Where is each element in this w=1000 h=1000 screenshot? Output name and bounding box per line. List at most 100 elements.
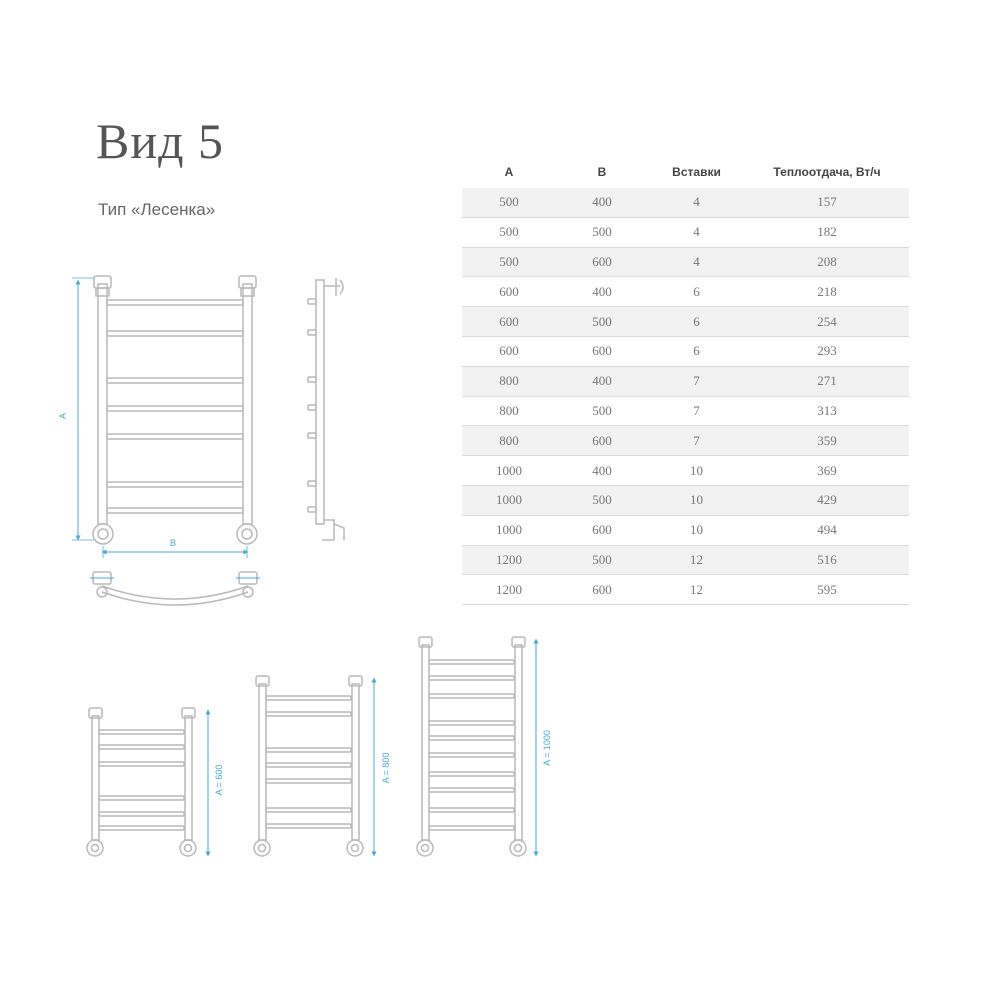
side-tube xyxy=(351,683,360,841)
table-cell: 4 xyxy=(693,253,700,269)
table-row: 1000 400 10 369 xyxy=(462,456,909,486)
table-cell: 494 xyxy=(817,522,837,538)
table-cell: 218 xyxy=(817,283,837,299)
table-cell: 500 xyxy=(592,402,612,418)
table-cell: 182 xyxy=(817,224,837,240)
table-cell: 7 xyxy=(693,402,700,418)
rung xyxy=(265,762,352,768)
connector xyxy=(416,839,434,857)
header-b: B xyxy=(597,165,607,179)
rung-end xyxy=(307,298,317,305)
connector xyxy=(509,839,527,857)
top-cap xyxy=(181,707,196,719)
variant-a600-drawing xyxy=(86,707,211,857)
table-row: 800 500 7 313 xyxy=(462,396,909,426)
side-view-drawing xyxy=(307,278,345,541)
table-cell: 208 xyxy=(817,253,837,269)
rung xyxy=(98,811,185,817)
table-cell: 1200 xyxy=(496,551,522,567)
table-cell: 600 xyxy=(499,283,519,299)
table-cell: 600 xyxy=(592,253,612,269)
connector-inner xyxy=(183,843,193,853)
rung-end xyxy=(307,329,317,336)
table-cell: 600 xyxy=(499,313,519,329)
variant-a800-drawing xyxy=(253,675,377,857)
table-cell: 1000 xyxy=(496,462,522,478)
table-cell: 600 xyxy=(592,522,612,538)
rung xyxy=(98,761,185,767)
connector xyxy=(346,839,364,857)
table-cell: 369 xyxy=(817,462,837,478)
rung xyxy=(428,675,515,681)
table-cell: 400 xyxy=(592,462,612,478)
width-dimension-b: B xyxy=(101,538,249,558)
label-a-600: A = 600 xyxy=(214,765,224,796)
table-row: 500 500 4 182 xyxy=(462,217,909,248)
table-cell: 400 xyxy=(592,194,612,210)
table-cell: 500 xyxy=(592,224,612,240)
top-cap xyxy=(418,636,433,648)
top-cap xyxy=(255,675,270,687)
table-cell: 10 xyxy=(690,522,703,538)
rung xyxy=(106,299,244,306)
table-cell: 800 xyxy=(499,402,519,418)
connector-inner xyxy=(350,843,360,853)
header-heat-output: Теплоотдача, Вт/ч xyxy=(773,165,881,179)
table-cell: 313 xyxy=(817,402,837,418)
connector-inner xyxy=(90,843,100,853)
rung xyxy=(428,735,515,741)
label-a-800: A = 800 xyxy=(381,753,391,784)
table-cell: 254 xyxy=(817,313,837,329)
table-cell: 800 xyxy=(499,432,519,448)
table-cell: 6 xyxy=(693,283,700,299)
rung xyxy=(265,778,352,784)
connector xyxy=(253,839,271,857)
rung xyxy=(106,481,244,488)
table-cell: 500 xyxy=(592,492,612,508)
variant-a1000-drawing xyxy=(416,636,539,857)
table-cell: 1000 xyxy=(496,492,522,508)
table-cell: 6 xyxy=(693,343,700,359)
table-cell: 1200 xyxy=(496,581,522,597)
front-view-rungs xyxy=(106,299,244,514)
table-cell: 4 xyxy=(693,224,700,240)
label-a: A xyxy=(58,413,68,419)
rung xyxy=(106,405,244,412)
connector-inner xyxy=(513,843,523,853)
top-cap xyxy=(511,636,526,648)
rung xyxy=(428,752,515,758)
connector-inner xyxy=(420,843,430,853)
rung xyxy=(428,720,515,726)
table-cell: 500 xyxy=(499,194,519,210)
rung xyxy=(265,823,352,829)
table-cell: 12 xyxy=(690,551,703,567)
table-cell: 7 xyxy=(693,373,700,389)
height-dimension-a: A xyxy=(58,277,94,541)
rung-end xyxy=(307,506,317,513)
table-cell: 516 xyxy=(817,551,837,567)
rung xyxy=(265,747,352,753)
rung xyxy=(106,377,244,384)
top-view-drawing xyxy=(90,571,260,606)
page-title: Вид 5 xyxy=(96,113,225,169)
label-a-1000: A = 1000 xyxy=(542,730,552,766)
table-cell: 600 xyxy=(592,581,612,597)
connector xyxy=(86,839,104,857)
table-cell: 293 xyxy=(817,343,837,359)
table-cell: 10 xyxy=(690,462,703,478)
table-cell: 500 xyxy=(499,224,519,240)
side-tube xyxy=(514,644,523,841)
rung-end xyxy=(307,404,317,411)
rung xyxy=(428,659,515,665)
table-cell: 600 xyxy=(592,432,612,448)
